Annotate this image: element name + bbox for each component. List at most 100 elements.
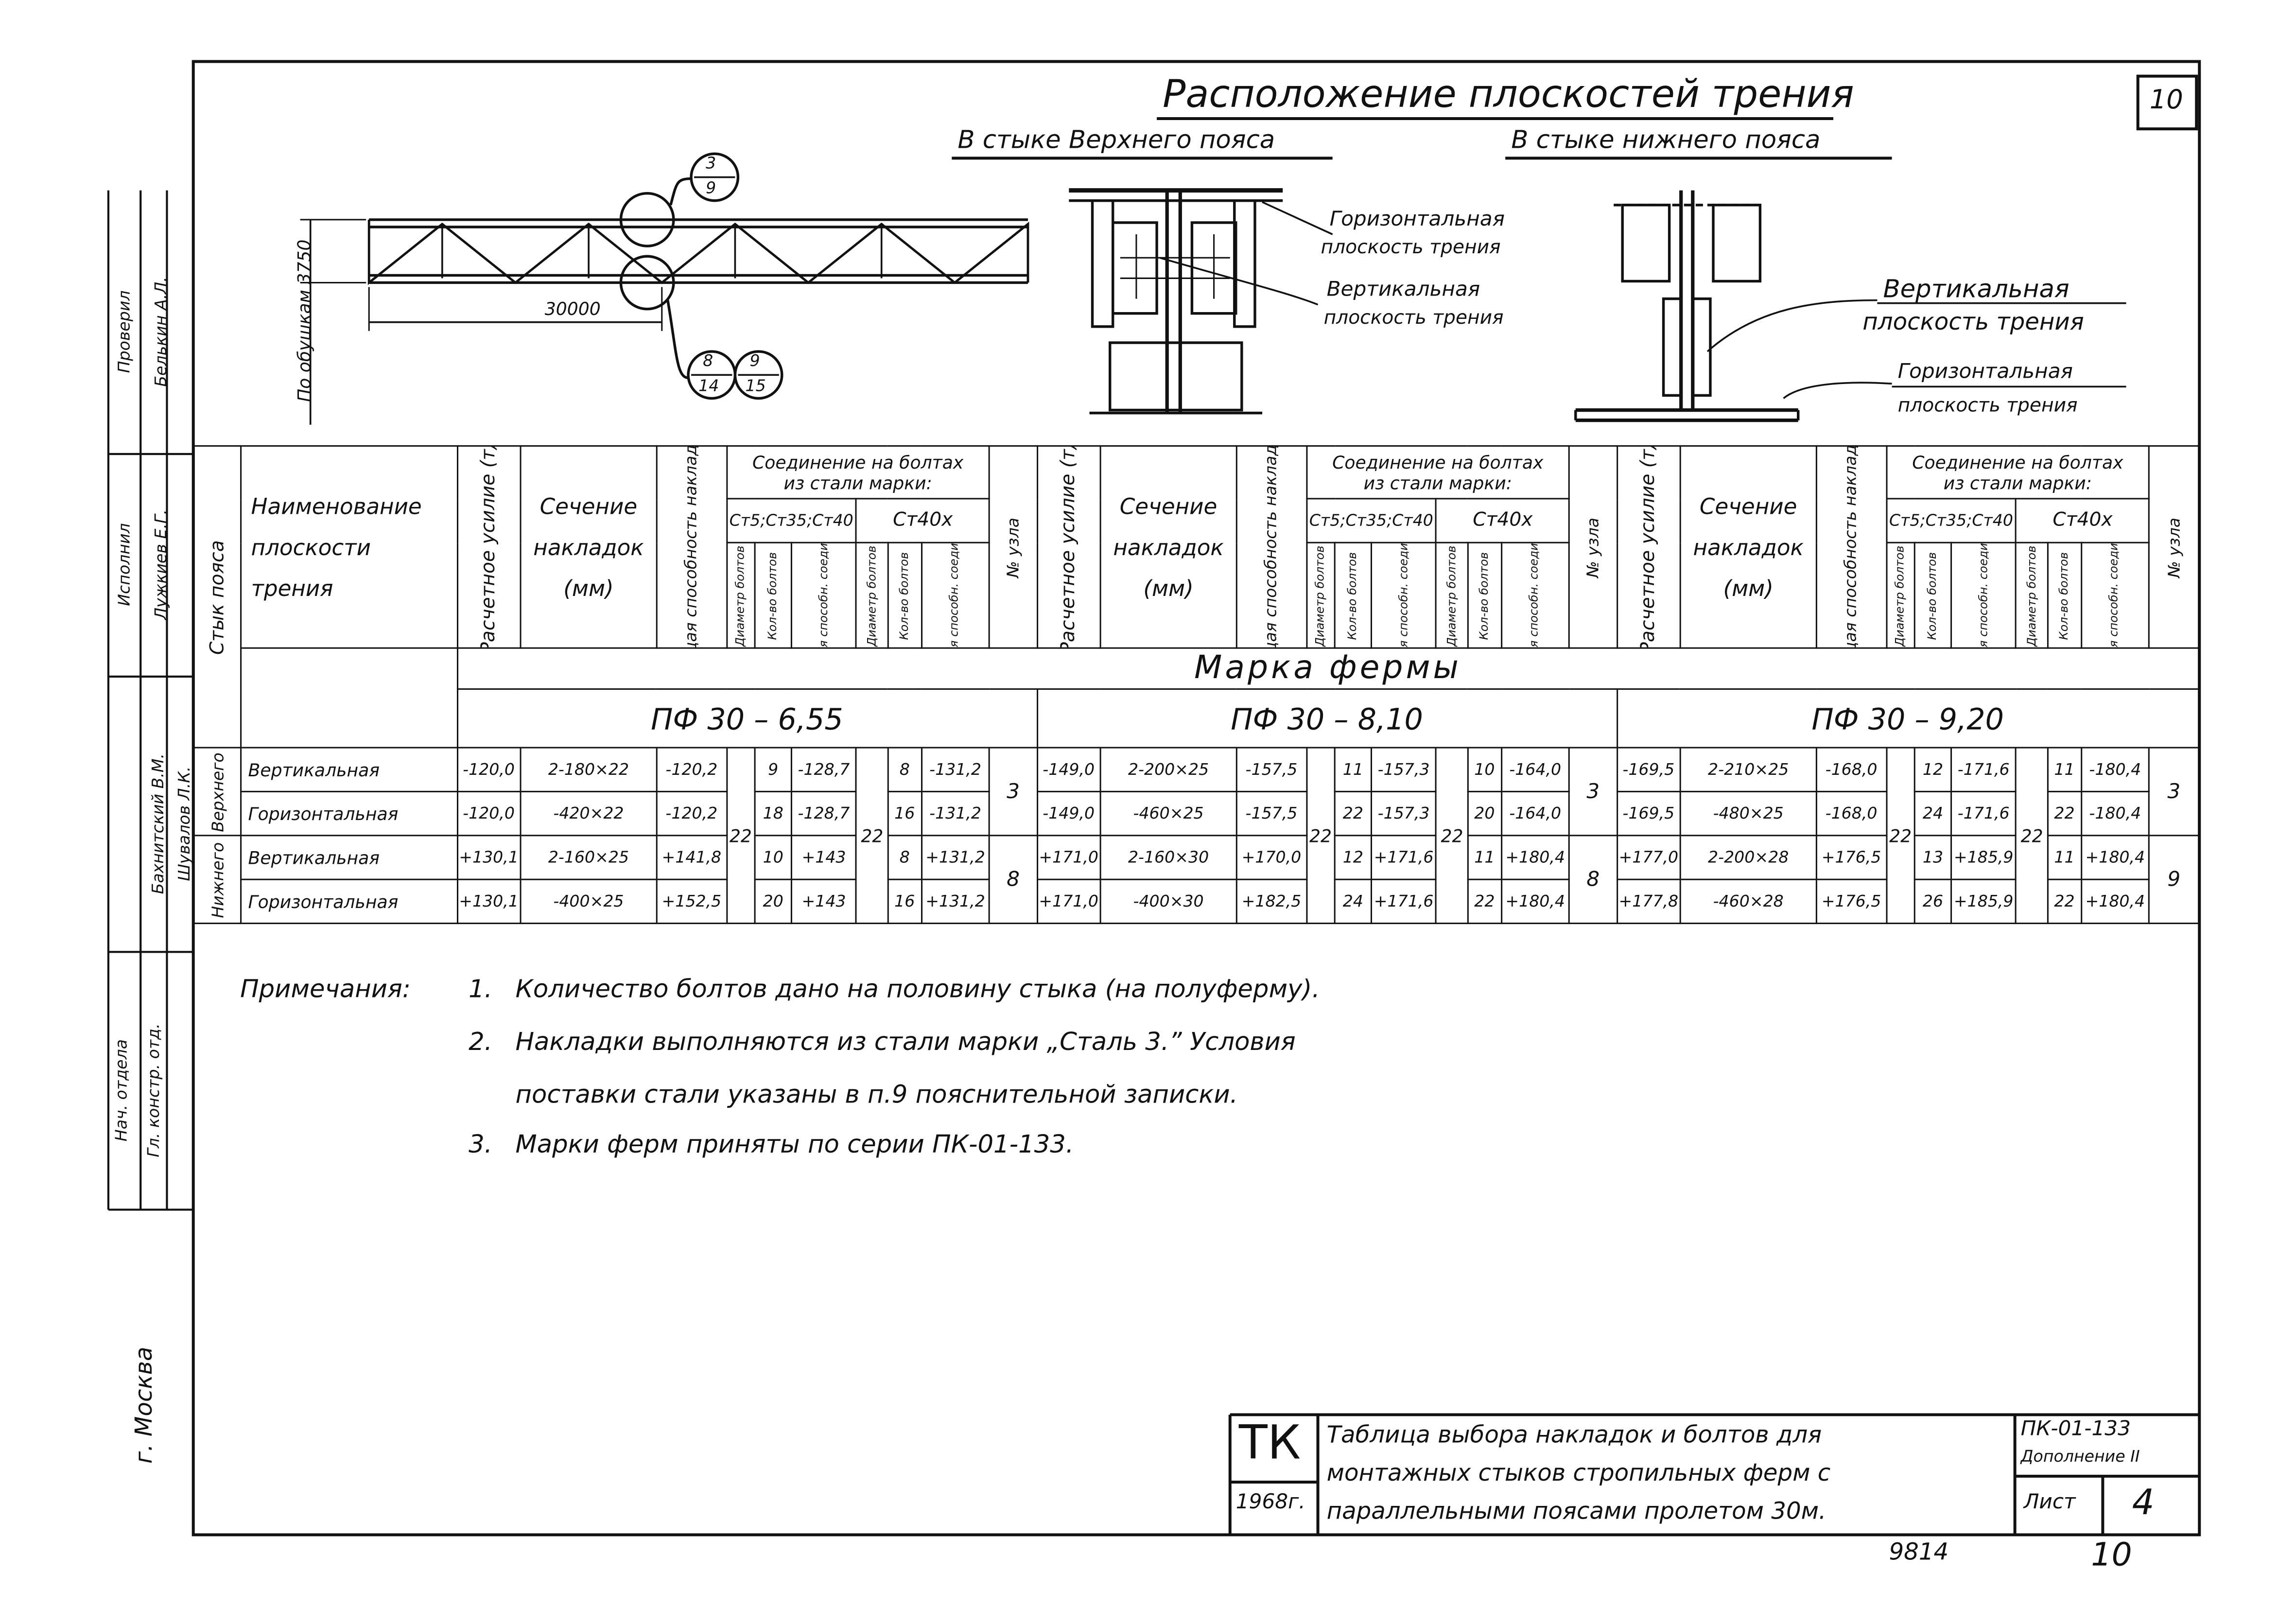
cell-count-b: 10 [1467, 747, 1502, 792]
cell-capacity: -157,5 [1235, 747, 1307, 792]
cell-count-a: 24 [1334, 878, 1372, 925]
cell-count-b: 22 [1467, 878, 1502, 925]
subheader-diam-2-a: Диаметр болтов [1305, 542, 1336, 649]
stamp-role-head: Нач. отдела [112, 1039, 131, 1142]
cell-section: -480×25 [1679, 790, 1817, 837]
header-capacity-2: Несущая способность накладок (т) [1235, 445, 1307, 649]
cell-node-number: 3 [2148, 747, 2200, 837]
cell-count-a: 22 [1334, 790, 1372, 837]
cell-diameter-a: 22 [1305, 747, 1336, 925]
cell-section: 2-200×28 [1679, 835, 1817, 880]
series-code: ПК-01-133 [2020, 1417, 2131, 1441]
cell-force: -149,0 [1036, 790, 1101, 837]
cell-capacity: -168,0 [1815, 790, 1887, 837]
header-node-2: № узла [1568, 445, 1618, 649]
cell-force: -120,0 [456, 790, 522, 837]
cell-capacity: -157,5 [1235, 790, 1307, 837]
cell-capacity-a: +143 [790, 878, 857, 925]
stamp-name-chief: Шувалов Л.К. [175, 766, 194, 881]
note-1-text: Количество болтов дано на половину стыка… [515, 975, 1320, 1005]
page-number: 10 [2091, 1538, 2132, 1574]
cell-capacity-a: +185,9 [1950, 835, 2017, 880]
cell-count-b: 8 [887, 835, 922, 880]
cell-capacity-b: +180,4 [1500, 878, 1570, 925]
height-dimension: По обушкам 3750 [294, 239, 315, 402]
header-steel-a-2: Cт5;Cт35;Cт40 [1305, 498, 1437, 543]
header-node-1: № узла [989, 445, 1038, 649]
cell-diameter-b: 22 [855, 747, 889, 925]
cell-capacity-a: +171,6 [1370, 878, 1437, 925]
cell-capacity-a: +143 [790, 835, 857, 880]
cell-capacity-b: +131,2 [920, 878, 991, 925]
cell-capacity-a: -171,6 [1950, 790, 2017, 837]
title-line-2: монтажных стыков стропильных ферм с [1326, 1458, 1831, 1486]
label-bottom-vertical-2: плоскость трения [1862, 307, 2084, 335]
cell-diameter-a: 22 [1885, 747, 1916, 925]
cell-diameter-b: 22 [2015, 747, 2049, 925]
label-top-horizontal-1: Горизонтальная [1329, 208, 1505, 232]
cell-capacity: +182,5 [1235, 878, 1307, 925]
cell-diameter-a: 22 [726, 747, 756, 925]
header-force-1: Расчетное усилие (т) [456, 445, 522, 649]
cell-count-a: 20 [754, 878, 792, 925]
cell-count-a: 26 [1913, 878, 1952, 925]
callout-bottom-num-2: 9 [749, 351, 760, 371]
callout-top-num: 3 [706, 154, 716, 173]
subheader-conn_cap-2-a: Несущая способн. соединен. (т) [1370, 542, 1437, 649]
notes-label: Примечания: [240, 975, 411, 1005]
cell-section: 2-200×25 [1099, 747, 1237, 792]
cell-capacity-a: -157,3 [1370, 790, 1437, 837]
cell-capacity: +170,0 [1235, 835, 1307, 880]
group-mark-3: ПФ 30 – 9,20 [1616, 688, 2200, 749]
stamp-name-executed: Лужкиев Е.Г. [151, 509, 171, 620]
subheader-count-3-b: Кол-во болтов [2047, 542, 2082, 649]
subheader-diam-1-b: Диаметр болтов [855, 542, 889, 649]
cell-capacity-b: -180,4 [2080, 747, 2150, 792]
subtitle-lower-chord: В стыке нижнего пояса [1511, 126, 1821, 156]
cell-section: 2-160×30 [1099, 835, 1237, 880]
cell-count-b: 20 [1467, 790, 1502, 837]
plane-name-cell: Вертикальная [241, 747, 458, 792]
cell-force: +171,0 [1036, 878, 1101, 925]
callout-bottom-num-1: 8 [703, 351, 713, 371]
title-line-1: Таблица выбора накладок и болтов для [1326, 1420, 1822, 1449]
joint-label: Верхнего [193, 747, 243, 837]
cell-capacity-b: +180,4 [1500, 835, 1570, 880]
node-circle-bottom [619, 255, 675, 311]
cell-force: +171,0 [1036, 835, 1101, 880]
label-bottom-vertical-1: Вертикальная [1883, 275, 2070, 305]
org-code: ТК [1238, 1415, 1301, 1470]
cell-section: -460×28 [1679, 878, 1817, 925]
cell-capacity: +152,5 [656, 878, 728, 925]
callout-bottom-den-1: 14 [698, 376, 719, 396]
subheader-diam-3-b: Диаметр болтов [2015, 542, 2049, 649]
header-steel-a-3: Cт5;Cт35;Cт40 [1885, 498, 2017, 543]
node-circle-top [619, 192, 675, 247]
note-2-text: Накладки выполняются из стали марки „Ста… [515, 1028, 1296, 1058]
truss-schematic [300, 152, 1029, 425]
cell-section: -460×25 [1099, 790, 1237, 837]
cell-force: -120,0 [456, 747, 522, 792]
cell-node-number: 3 [1568, 747, 1618, 837]
header-steel-b-3: Cт40х [2015, 498, 2150, 543]
cell-count-a: 12 [1334, 835, 1372, 880]
subheader-count-1-b: Кол-во болтов [887, 542, 922, 649]
cell-count-a: 18 [754, 790, 792, 837]
year: 1968г. [1235, 1491, 1305, 1515]
callout-bottom-den-2: 15 [745, 376, 766, 396]
subheader-count-2-b: Кол-во болтов [1467, 542, 1502, 649]
sheet-label: Лист [2023, 1491, 2076, 1515]
header-force-2: Расчетное усилие (т) [1036, 445, 1101, 649]
cell-capacity-b: -164,0 [1500, 747, 1570, 792]
note-3-text: Марки ферм приняты по серии ПК-01-133. [515, 1130, 1074, 1160]
cell-section: -400×25 [520, 878, 658, 925]
sheet-number-box [2136, 74, 2198, 131]
cell-capacity: -168,0 [1815, 747, 1887, 792]
